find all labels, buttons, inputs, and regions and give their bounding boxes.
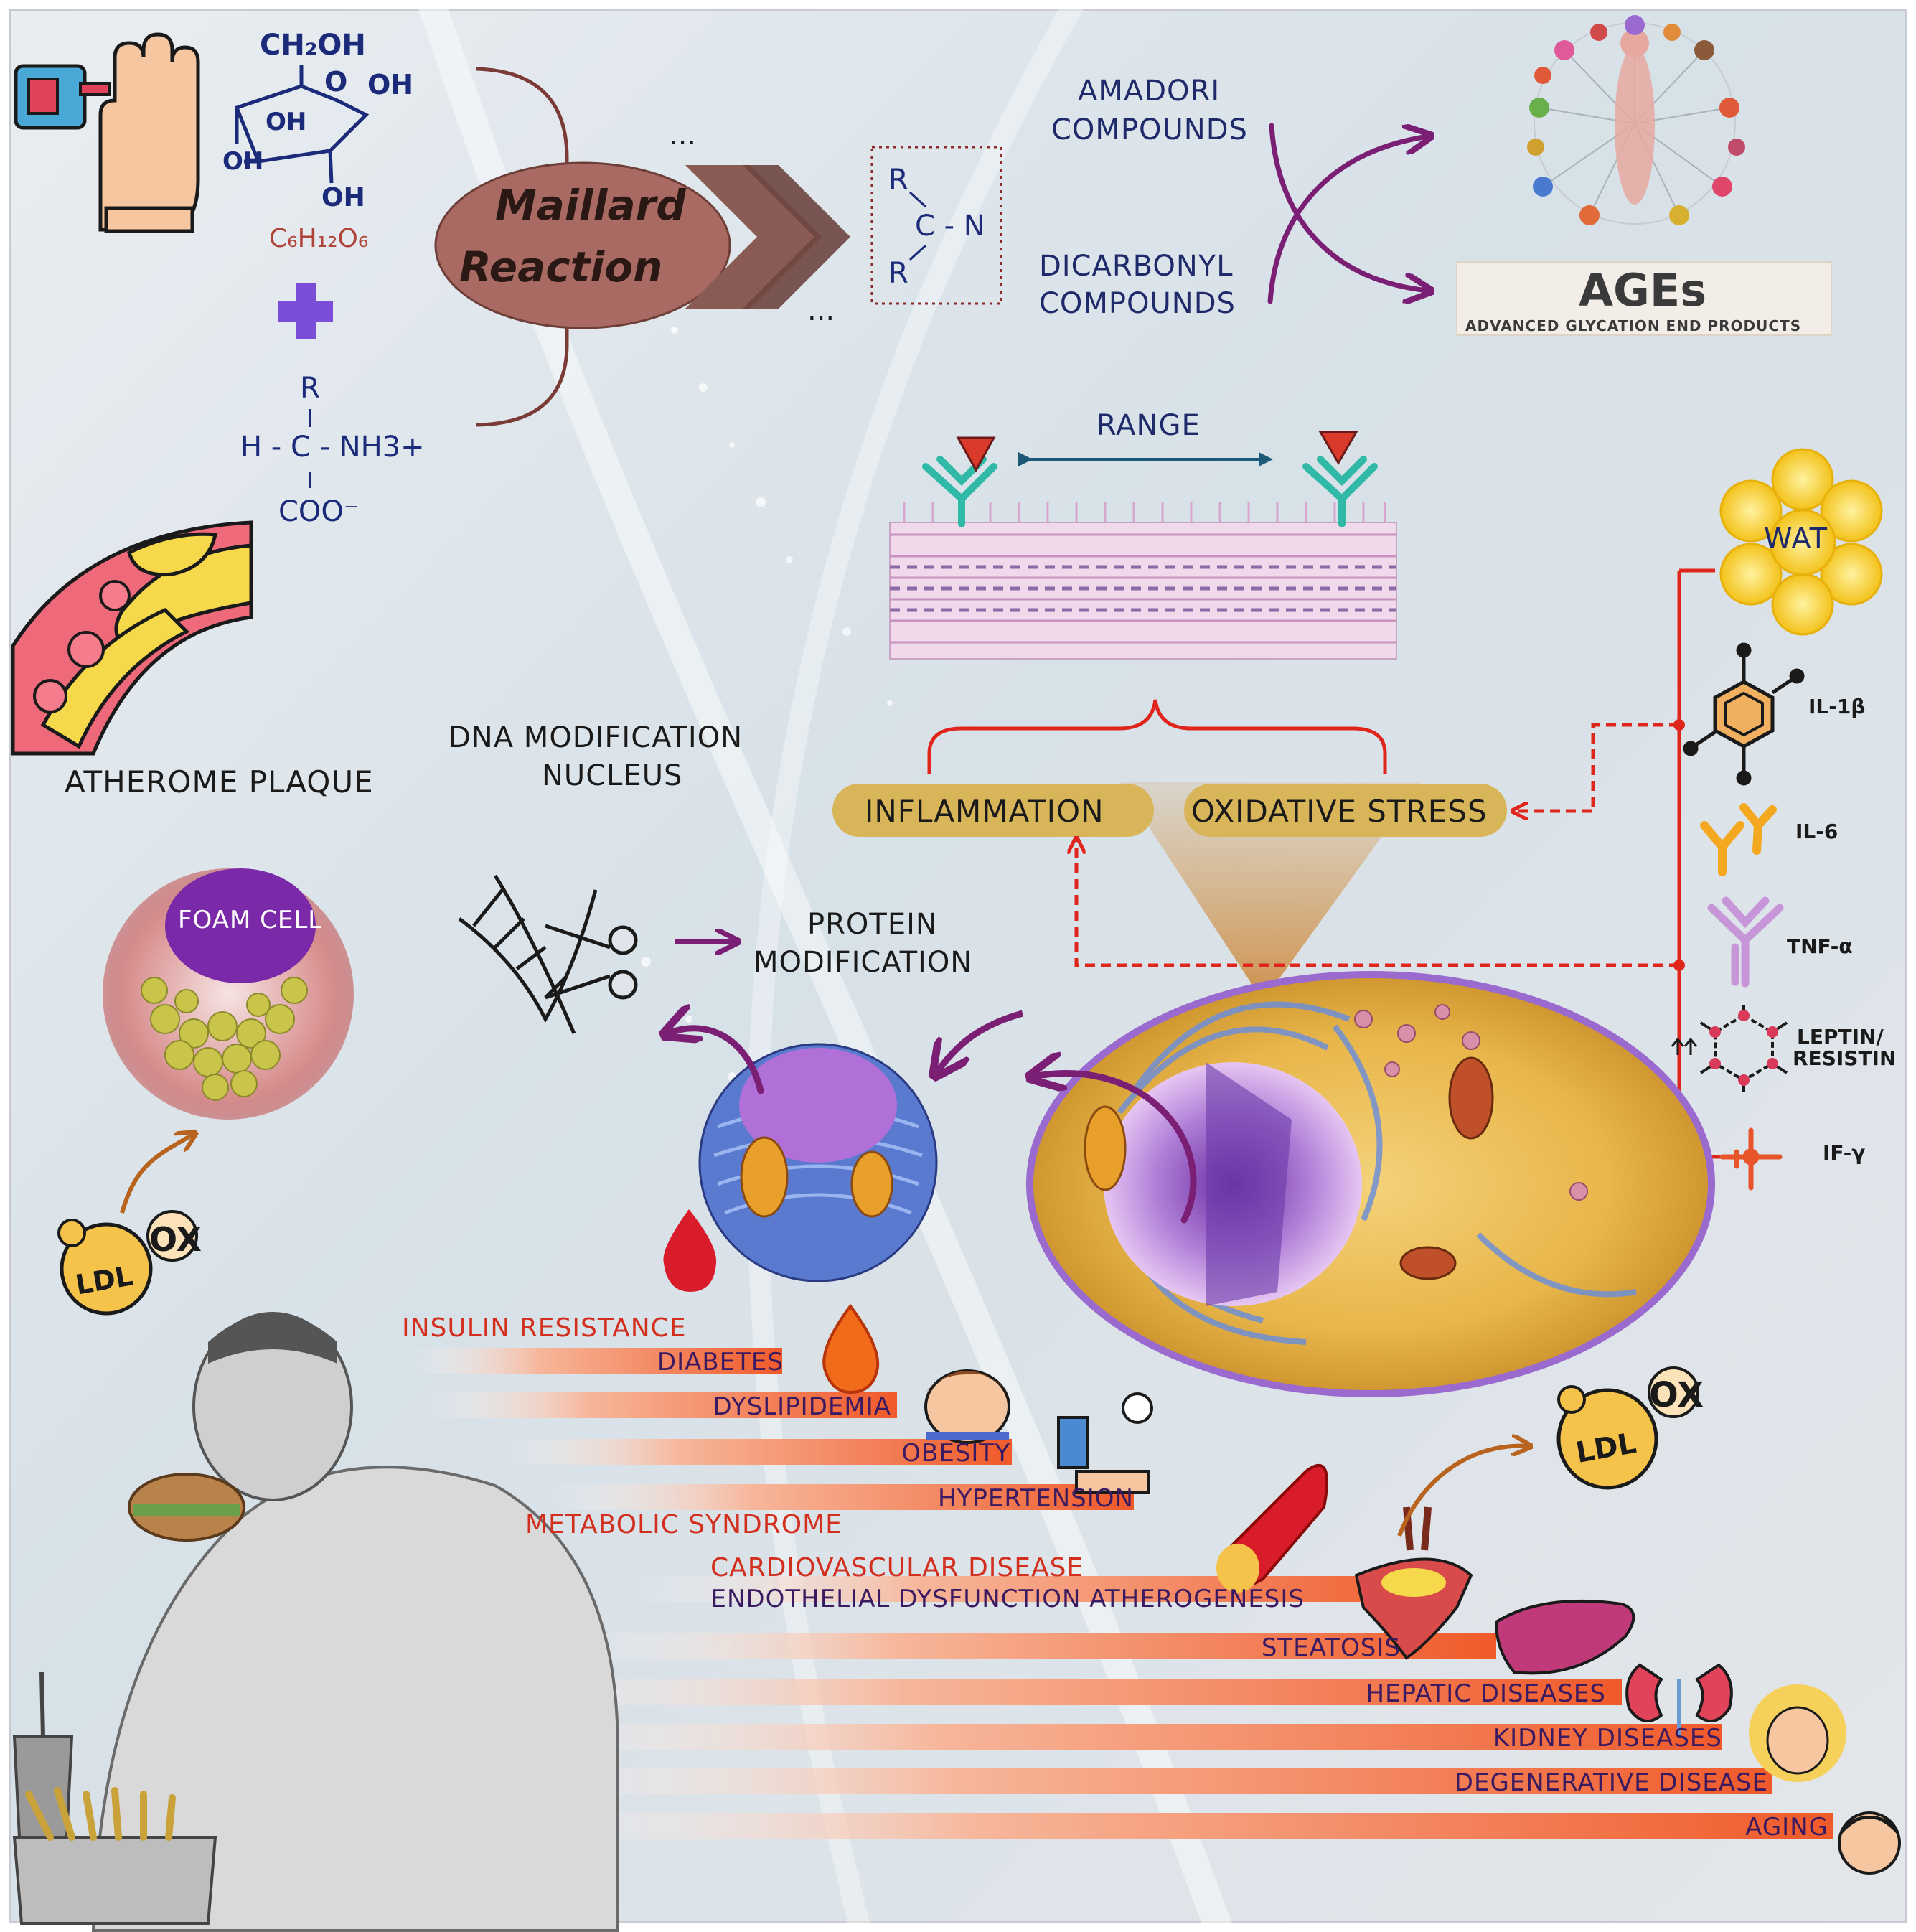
condition-kidney: KIDNEY DISEASES <box>1493 1724 1722 1753</box>
confused-elder-icon <box>1749 1684 1846 1782</box>
nucleus-cutaway-icon <box>698 1043 938 1282</box>
atherome-plaque-label: ATHEROME PLAQUE <box>65 764 374 799</box>
oxidized-ldl-icon <box>57 1210 198 1316</box>
dots-bottom: ... <box>807 294 835 327</box>
ages-box <box>1456 261 1832 336</box>
glucose-oh-upper: OH <box>266 108 307 136</box>
protein-label: PROTEIN <box>807 908 938 941</box>
oxidative-stress-label: OXIDATIVE STRESS <box>1191 794 1488 829</box>
condition-aging: AGING <box>1745 1813 1828 1842</box>
dicarbonyl-line1: DICARBONYL <box>1039 250 1234 283</box>
white-adipose-tissue-icon <box>1719 448 1883 636</box>
ages-subtitle: ADVANCED GLYCATION END PRODUCTS <box>1465 317 1802 334</box>
kidney-icon <box>1625 1663 1733 1737</box>
dicarbonyl-line2: COMPOUNDS <box>1039 287 1236 320</box>
tnf-label: TNF-α <box>1787 934 1853 958</box>
elderly-woman-icon <box>1838 1811 1901 1875</box>
nucleus-label: NUCLEUS <box>542 759 683 792</box>
amino-acid-carboxyl: COO⁻ <box>278 495 360 528</box>
range-label: RANGE <box>1096 409 1201 442</box>
obesity-face-icon <box>924 1369 1010 1444</box>
foam-cell-label: FOAM CELL <box>178 906 323 934</box>
blood-vessel-icon <box>1216 1463 1329 1593</box>
amino-acid-r: R <box>300 372 320 405</box>
fatty-liver-icon <box>1354 1506 1473 1660</box>
glucose-oh-right: OH <box>367 69 414 100</box>
condition-hypertension: HYPERTENSION <box>938 1484 1134 1513</box>
plus-icon <box>278 283 333 339</box>
inflammation-label: INFLAMMATION <box>865 794 1104 829</box>
glucose-structure <box>234 65 370 184</box>
modification-label: MODIFICATION <box>753 946 973 979</box>
liver-icon <box>1494 1599 1635 1675</box>
il6-icon <box>1700 803 1777 876</box>
glucose-ch2oh-label: CH₂OH <box>260 29 366 62</box>
foam-cell-icon <box>103 868 354 1120</box>
blood-pressure-icon <box>1057 1392 1153 1494</box>
ages-title: AGEs <box>1579 264 1707 316</box>
cone-highlight <box>1119 782 1421 1001</box>
wat-label: WAT <box>1764 522 1828 555</box>
schiff-r-bottom: R <box>888 257 908 290</box>
maillard-ellipse <box>434 161 731 329</box>
receptor-icon <box>922 456 1378 527</box>
amadori-line2: COMPOUNDS <box>1051 113 1248 146</box>
dna-modification-label: DNA MODIFICATION <box>449 721 743 754</box>
condition-cardiovascular: CARDIOVASCULAR DISEASE <box>710 1553 1084 1582</box>
leptin-label-1: LEPTIN/ <box>1797 1025 1884 1049</box>
condition-insulin-resistance: INSULIN RESISTANCE <box>402 1313 687 1343</box>
ox-label-left: OX <box>149 1220 202 1259</box>
glucose-formula: C₆H₁₂O₆ <box>269 224 369 253</box>
double-chevron-icon <box>685 165 850 309</box>
il6-label: IL-6 <box>1795 820 1838 843</box>
dna-scissors-icon <box>458 874 638 1034</box>
condition-metabolic-syndrome: METABOLIC SYNDROME <box>525 1510 842 1539</box>
atherome-plaque-icon <box>11 520 253 756</box>
oxidative-stress-pill <box>1184 784 1507 837</box>
crossing-arrows <box>1267 126 1428 301</box>
glucometer-hand-icon <box>14 32 200 233</box>
schiff-c-n: C - N <box>915 210 985 243</box>
interferon-gamma-icon <box>1719 1127 1783 1191</box>
ox-label-right: OX <box>1649 1375 1704 1415</box>
condition-endothelial: ENDOTHELIAL DYSFUNCTION ATHEROGENESIS <box>710 1585 1305 1613</box>
condition-steatosis: STEATOSIS <box>1261 1633 1401 1662</box>
body-organs-icon <box>1527 15 1745 225</box>
dots-top: ... <box>669 118 697 151</box>
ify-label: IF-γ <box>1823 1141 1866 1165</box>
inflammation-pill <box>832 784 1154 837</box>
leptin-label-2: RESISTIN <box>1793 1046 1897 1070</box>
il1b-icon <box>1683 642 1805 786</box>
condition-diabetes: DIABETES <box>657 1348 784 1377</box>
glucose-oh-left: OH <box>222 147 264 176</box>
person-eating-illustration <box>12 1312 619 1932</box>
fire-drop-icon <box>822 1303 880 1394</box>
cell-membrane <box>889 502 1397 660</box>
glucose-ring-oxygen: O <box>324 66 348 98</box>
maillard-line1: Maillard <box>495 181 686 230</box>
condition-degenerative: DEGENERATIVE DISEASE <box>1454 1768 1768 1797</box>
condition-bars <box>409 1348 1833 1839</box>
amadori-line1: AMADORI <box>1078 75 1221 108</box>
membrane-brace <box>927 699 1387 774</box>
schiff-base-box <box>870 146 1002 305</box>
glucose-oh-bottom: OH <box>321 183 365 212</box>
schiff-r-top: R <box>888 164 908 197</box>
il1b-label: IL-1β <box>1808 695 1866 718</box>
ldl-ox-icon-right <box>1556 1366 1699 1490</box>
amino-acid-formula: H - C - NH3+ <box>240 431 425 464</box>
maillard-line2: Reaction <box>459 243 663 291</box>
leptin-resistin-icon <box>1671 1005 1788 1092</box>
condition-dyslipidemia: DYSLIPIDEMIA <box>713 1392 891 1421</box>
blood-drop-icon <box>663 1209 717 1292</box>
tnf-alpha-icon <box>1707 896 1784 988</box>
eukaryotic-cell-icon <box>1026 971 1715 1397</box>
condition-obesity: OBESITY <box>901 1439 1010 1468</box>
condition-hepatic: HEPATIC DISEASES <box>1366 1679 1606 1708</box>
